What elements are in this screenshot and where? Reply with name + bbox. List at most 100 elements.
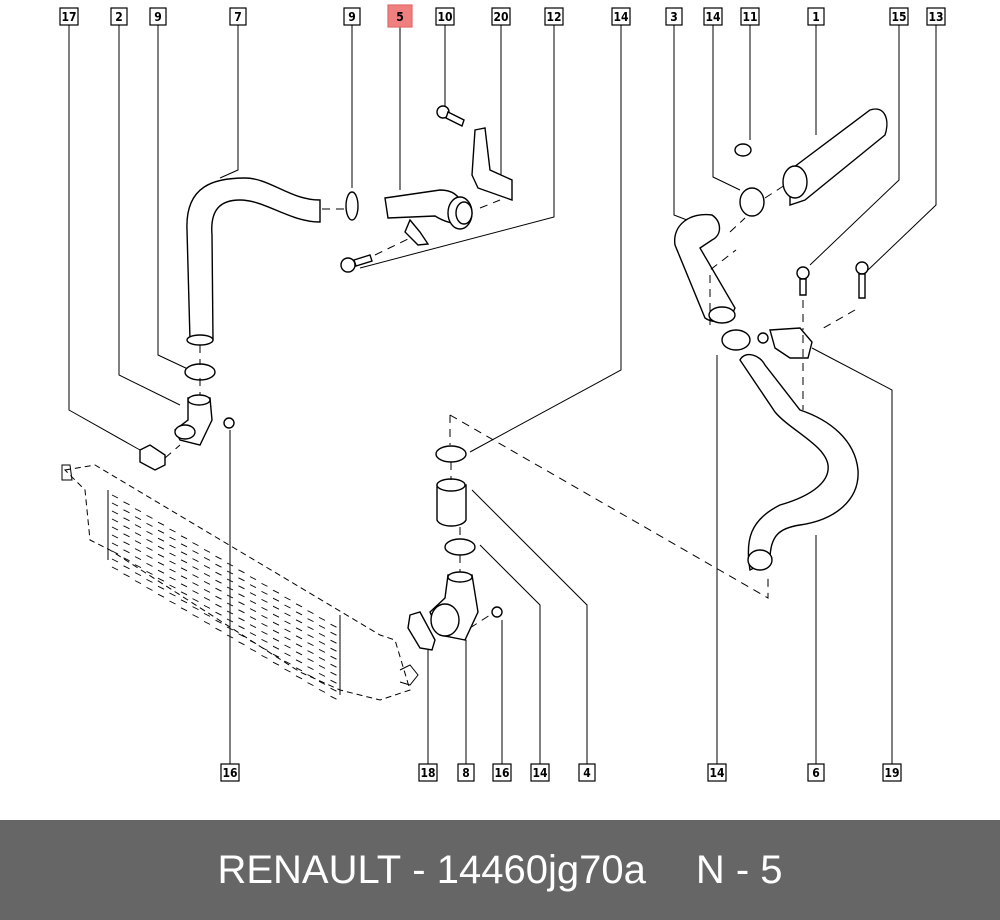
fin-mark [192,606,199,611]
fin-mark [249,648,257,653]
fin-mark [215,563,222,568]
callout-box [530,763,550,782]
position-label: N - 5 [695,847,783,892]
callout-19[interactable]: 19 [882,763,902,782]
callout-6[interactable]: 6 [807,763,825,782]
fin-mark [180,583,188,588]
fin-mark [134,540,142,545]
callout-box [435,7,455,26]
fin-mark [192,542,199,547]
callout-4[interactable]: 4 [578,763,596,782]
fin-mark [284,636,291,641]
callout-10[interactable]: 10 [435,7,455,26]
fin-mark [295,627,303,632]
fin-mark [215,603,222,608]
callout-number: 1 [812,10,820,24]
callout-2[interactable]: 2 [110,7,128,26]
fin-mark [180,567,188,572]
callout-17[interactable]: 17 [59,7,79,26]
callout-number: 14 [705,10,721,24]
fin-mark [295,651,303,656]
callout-14[interactable]: 14 [611,7,631,26]
callout-11[interactable]: 11 [740,7,760,26]
fin-mark [134,532,142,537]
callout-number: 9 [154,10,162,24]
fin-mark [215,555,222,560]
callout-14[interactable]: 14 [703,7,723,26]
fin-mark [123,509,130,514]
separator: - [412,847,426,892]
fin-mark [307,666,314,671]
callout-number: 8 [462,766,470,780]
fin-mark [249,640,257,645]
fin-mark [111,510,119,515]
callout-9[interactable]: 9 [149,7,167,26]
callout-box [59,7,79,26]
callout-number: 5 [396,10,404,24]
callout-18[interactable]: 18 [418,763,438,782]
fin-mark [215,595,222,600]
fin-mark [203,620,211,625]
fin-mark [169,536,176,541]
fin-mark [226,618,234,623]
callout-20[interactable]: 20 [491,7,511,26]
bracket-20 [471,127,513,209]
elbow-2 [174,394,213,446]
fin-mark [180,535,188,540]
callout-9[interactable]: 9 [343,7,361,26]
fin-mark [284,596,291,601]
callout-12[interactable]: 12 [544,7,564,26]
fin-mark [307,610,314,615]
fin-mark [284,660,291,665]
fin-mark [192,598,199,603]
callout-7[interactable]: 7 [229,7,247,26]
fin-mark [180,559,188,564]
callout-14[interactable]: 14 [707,763,727,782]
fin-mark [249,600,257,605]
fin-mark [226,634,234,639]
fin-mark [111,526,119,531]
callout-14[interactable]: 14 [530,763,550,782]
fin-mark [307,682,314,687]
fin-mark [123,501,130,506]
fin-mark [272,653,280,658]
callout-15[interactable]: 15 [889,7,909,26]
fin-mark [134,516,142,521]
callout-1[interactable]: 1 [807,7,825,26]
fin-mark [284,604,291,609]
fin-mark [157,521,165,526]
callout-16[interactable]: 16 [492,763,512,782]
hose-7 [186,177,321,346]
fin-mark [238,625,245,630]
fin-mark [203,556,211,561]
fin-mark [226,562,234,567]
callout-3[interactable]: 3 [665,7,683,26]
callout-box [387,4,413,28]
fin-mark [330,663,337,668]
callout-box [703,7,723,26]
callout-5[interactable]: 5 [387,4,413,28]
elbow-8 [429,571,479,641]
fin-mark [318,664,326,669]
fin-mark [318,632,326,637]
gasket-18 [407,611,436,651]
callout-number: 16 [222,766,237,780]
fin-mark [261,590,268,595]
callout-number: 7 [234,10,242,24]
nut-16-mid [469,606,503,629]
fin-mark [203,564,211,569]
fin-mark [272,645,280,650]
fin-mark [111,566,119,571]
fin-mark [238,641,245,646]
fin-mark [215,587,222,592]
callout-13[interactable]: 13 [926,7,946,26]
callout-16[interactable]: 16 [220,763,240,782]
fin-mark [134,508,142,513]
callout-box [149,7,167,26]
callout-8[interactable]: 8 [457,763,475,782]
fin-mark [307,626,314,631]
fin-mark [261,598,268,603]
fin-mark [192,558,199,563]
fin-mark [261,582,268,587]
